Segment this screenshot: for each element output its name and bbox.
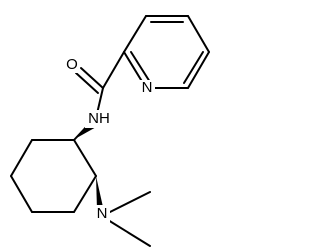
bond-pyridine-n-c1-inner: [130, 51, 151, 83]
cyclohexane-ring: [10, 121, 103, 213]
bond-cyclohexane-6-1: [73, 139, 97, 177]
amide-nh-label: NH: [88, 110, 110, 127]
pyridine-nitrogen-label-bg: [139, 80, 155, 96]
dimethylamino-group: [107, 191, 151, 247]
stereo-wedge-amine: [96, 176, 103, 210]
atom-labels: O N NH N: [64, 56, 155, 223]
bond-ring-carbonyl: [102, 51, 125, 89]
structure-canvas: O N NH N: [10, 15, 210, 247]
amine-nitrogen-label-bg: [94, 205, 110, 223]
bond-pyridine-c3-c4: [187, 15, 210, 53]
bond-cyclohexane-5-6: [73, 175, 97, 213]
bond-carbonyl-oxygen-b: [75, 72, 99, 94]
oxygen-atom-label: O: [66, 56, 78, 73]
bond-pyridine-c4-c5-inner: [183, 51, 204, 84]
oxygen-label-bg: [64, 57, 80, 73]
amine-nitrogen-label: N: [97, 205, 108, 222]
bond-pyridine-c4-c5: [187, 51, 210, 89]
amide-nh-label-bg: [85, 110, 113, 128]
bond-amine-methyl-2: [107, 219, 151, 247]
bond-pyridine-c1-c2: [123, 15, 147, 53]
molecule-diagram: O N NH N: [10, 15, 210, 247]
bond-cyclohexane-2-3: [10, 139, 33, 177]
pyridine-nitrogen-label: N: [142, 79, 153, 96]
bond-amine-methyl-1: [107, 191, 151, 214]
bond-carbonyl-oxygen-a: [80, 67, 104, 89]
amide-linkage: [75, 51, 125, 119]
pyridine-ring: [123, 15, 210, 89]
bond-cyclohexane-3-4: [10, 175, 33, 213]
